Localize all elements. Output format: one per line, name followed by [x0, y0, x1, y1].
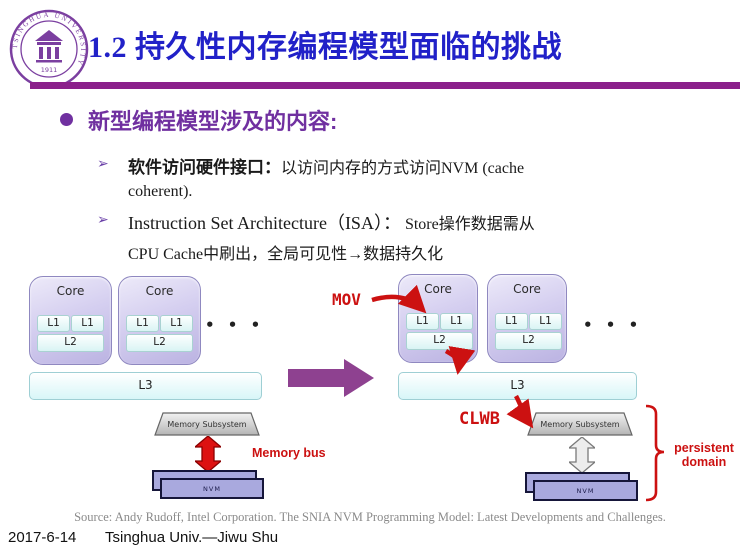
sub-bullet-isa: ➢ Instruction Set Architecture（ISA）： Sto…: [97, 209, 697, 264]
memory-subsystem-label: Memory Subsystem: [167, 420, 246, 429]
memory-subsystem-trapezoid: Memory Subsystem: [154, 412, 260, 436]
memory-subsystem-trapezoid: Memory Subsystem: [527, 412, 633, 436]
l1-cache: L1: [440, 313, 473, 330]
memory-interconnect-double-arrow: [569, 437, 595, 473]
l2-cache: L2: [406, 332, 473, 350]
l1-cache: L1: [37, 315, 70, 332]
sub-bullet-lead: Instruction Set Architecture（ISA）：: [128, 213, 401, 233]
l1-cache: L1: [529, 313, 562, 330]
l2-cache: L2: [126, 334, 193, 352]
l2-cache: L2: [37, 334, 104, 352]
core-box: Core L1 L1 L2: [398, 274, 478, 363]
memory-bus-double-arrow: [195, 436, 221, 472]
nvm-box: NVM: [533, 480, 638, 501]
l3-cache-bar: L3: [29, 372, 262, 400]
ellipsis-more-cores: • • •: [205, 316, 265, 334]
core-box: Core L1 L1 L2: [29, 276, 112, 365]
slide-title: 1.2 持久性内存编程模型面临的挑战: [88, 31, 562, 64]
tsinghua-university-logo: TSINGHUA UNIVERSITY 1911: [9, 9, 89, 89]
core-label: Core: [56, 284, 85, 298]
arrow-bullet-icon: ➢: [97, 155, 109, 171]
ellipsis-more-cores: • • •: [583, 316, 643, 334]
source-citation: Source: Andy Rudoff, Intel Corporation. …: [74, 510, 666, 524]
l1-cache: L1: [406, 313, 439, 330]
persistent-domain-label: persistent domain: [674, 441, 734, 469]
bullet-dot-icon: [60, 113, 73, 126]
sub-bullet-rest: 以访问内存的方式访问NVM (cache: [281, 160, 525, 177]
logo-year: 1911: [41, 66, 58, 74]
sub-bullet-continuation: coherent).: [128, 183, 193, 200]
l1-cache: L1: [495, 313, 528, 330]
footer-date: 2017-6-14: [8, 529, 77, 546]
core-box: Core L1 L1 L2: [487, 274, 567, 363]
sub-bullet-lead: 软件访问硬件接口：: [128, 158, 281, 177]
mov-instruction-label: MOV: [332, 290, 361, 309]
core-box: Core L1 L1 L2: [118, 276, 201, 365]
clwb-instruction-label: CLWB: [459, 409, 500, 429]
core-label: Core: [424, 282, 452, 296]
sub-bullet-rest: Store操作数据需从: [400, 216, 535, 233]
l1-cache: L1: [126, 315, 159, 332]
l1-cache: L1: [71, 315, 104, 332]
logo-gate-emblem: [35, 30, 63, 63]
sub-bullet-software-interface: ➢ 软件访问硬件接口：以访问内存的方式访问NVM (cache coherent…: [97, 153, 697, 201]
l1-cache: L1: [160, 315, 193, 332]
memory-subsystem-label: Memory Subsystem: [540, 420, 619, 429]
core-label: Core: [145, 284, 174, 298]
title-divider-bar: [30, 82, 740, 89]
sub-bullet-continuation: CPU Cache中刷出，全局可见性→数据持久化: [128, 246, 444, 263]
bullet-text: 新型编程模型涉及的内容:: [88, 109, 338, 134]
arrow-bullet-icon: ➢: [97, 211, 109, 227]
nvm-box: NVM: [160, 478, 264, 499]
core-label: Core: [513, 282, 541, 296]
persistent-domain-brace: [645, 404, 665, 502]
l3-cache-bar: L3: [398, 372, 637, 400]
footer-affiliation: Tsinghua Univ.—Jiwu Shu: [105, 529, 279, 546]
l2-cache: L2: [495, 332, 562, 350]
transition-block-arrow-icon: [288, 359, 374, 397]
bullet-item: 新型编程模型涉及的内容:: [60, 104, 337, 136]
memory-bus-label: Memory bus: [252, 446, 326, 460]
